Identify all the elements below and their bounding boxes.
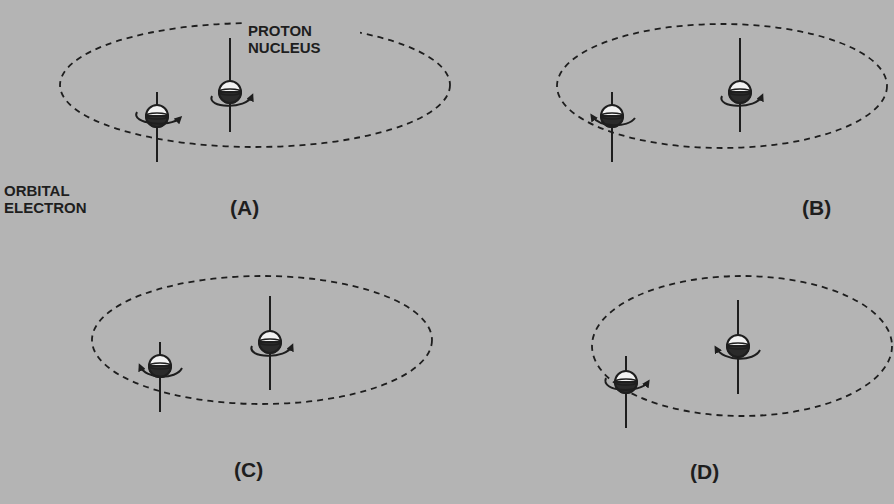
part-label: ORBITAL ELECTRON	[2, 182, 98, 217]
panel-letter: (C)	[232, 458, 265, 482]
panel-letter: (B)	[800, 196, 833, 220]
orbit	[92, 276, 432, 404]
orbit	[592, 276, 892, 416]
part-label: PROTON NUCLEUS	[246, 22, 360, 57]
panel-letter: (A)	[228, 196, 261, 220]
orbit	[557, 24, 887, 148]
panel-letter: (D)	[688, 460, 721, 484]
orbit	[60, 23, 450, 147]
